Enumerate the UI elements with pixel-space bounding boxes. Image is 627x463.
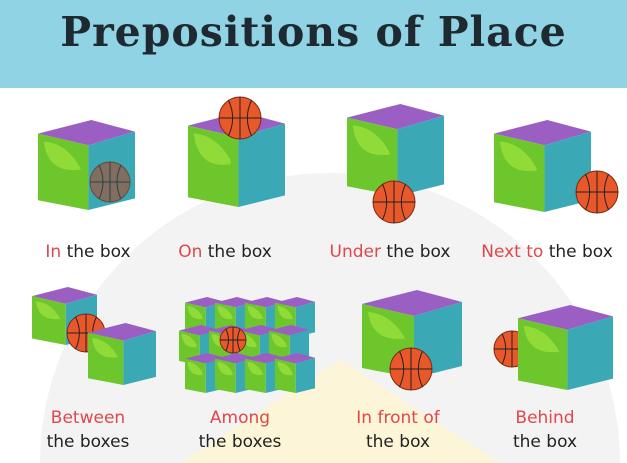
basketball-icon xyxy=(219,326,247,354)
ball-seam xyxy=(381,183,388,221)
ball-seam xyxy=(417,350,424,388)
cube-top xyxy=(179,325,219,336)
cube-top xyxy=(38,120,135,146)
cube-highlight xyxy=(181,333,197,348)
cube xyxy=(88,323,156,385)
cube-top xyxy=(269,325,309,336)
cube-highlight xyxy=(368,312,406,340)
header-banner xyxy=(0,0,627,88)
ball-seam xyxy=(501,333,507,365)
cube-top xyxy=(245,353,285,364)
cube xyxy=(494,120,591,212)
cube-side xyxy=(397,115,444,196)
cube-top xyxy=(362,290,462,316)
cube-top xyxy=(215,297,255,308)
cube-side xyxy=(238,123,285,207)
cube-top xyxy=(494,120,591,146)
cube-highlight xyxy=(43,141,81,171)
cube-side xyxy=(123,331,156,385)
cube-highlight xyxy=(247,361,263,376)
ball-seam xyxy=(75,316,80,350)
cube-highlight xyxy=(277,361,293,376)
cube-top xyxy=(215,353,255,364)
cube-top xyxy=(185,353,225,364)
cube-highlight xyxy=(187,361,203,376)
cube-top xyxy=(347,104,444,130)
background-arc xyxy=(40,173,620,463)
cube-top xyxy=(275,353,315,364)
background-light xyxy=(180,360,500,463)
cube xyxy=(518,305,613,390)
cube-highlight xyxy=(92,337,118,358)
ball-seam xyxy=(227,99,234,137)
cube-highlight xyxy=(352,125,390,156)
page-title: Prepositions of Place xyxy=(60,8,567,56)
cube-side xyxy=(567,316,613,390)
cube-highlight xyxy=(217,361,233,376)
cube-highlight xyxy=(247,305,263,320)
ball-seam xyxy=(225,328,229,352)
ball-seam xyxy=(237,328,241,352)
label-on: On the box xyxy=(178,242,272,262)
basketball-icon xyxy=(389,347,433,391)
basketball-icon xyxy=(89,161,131,203)
cube-highlight xyxy=(35,301,61,320)
basketball-icon xyxy=(218,96,262,140)
label-under: Under the box xyxy=(329,242,451,262)
cube xyxy=(347,104,444,196)
cube-highlight xyxy=(277,305,293,320)
ball-seam xyxy=(584,173,591,211)
basketball-icon xyxy=(372,180,416,224)
cube-highlight xyxy=(523,325,560,353)
ball-seam xyxy=(116,164,122,200)
cube-top xyxy=(88,323,156,341)
cube-top xyxy=(239,325,279,336)
cube-top xyxy=(32,287,97,304)
ball-seam xyxy=(98,164,104,200)
label-next-to: Next to the box xyxy=(481,242,613,262)
cube-highlight xyxy=(187,305,203,320)
basketball-icon xyxy=(575,170,619,214)
cube-top xyxy=(518,305,613,330)
cube-highlight xyxy=(271,333,287,348)
cube-top xyxy=(275,297,315,308)
cube-highlight xyxy=(217,305,233,320)
cube-top xyxy=(185,297,225,308)
cube-highlight xyxy=(499,141,537,172)
ball-seam xyxy=(603,173,610,211)
label-in: In the box xyxy=(45,242,131,262)
cube xyxy=(275,353,315,393)
ball-seam xyxy=(400,183,407,221)
cube-highlight xyxy=(193,133,231,165)
cube-side xyxy=(295,357,315,393)
ball-seam xyxy=(246,99,253,137)
ball-seam xyxy=(398,350,405,388)
cube-top xyxy=(245,297,285,308)
